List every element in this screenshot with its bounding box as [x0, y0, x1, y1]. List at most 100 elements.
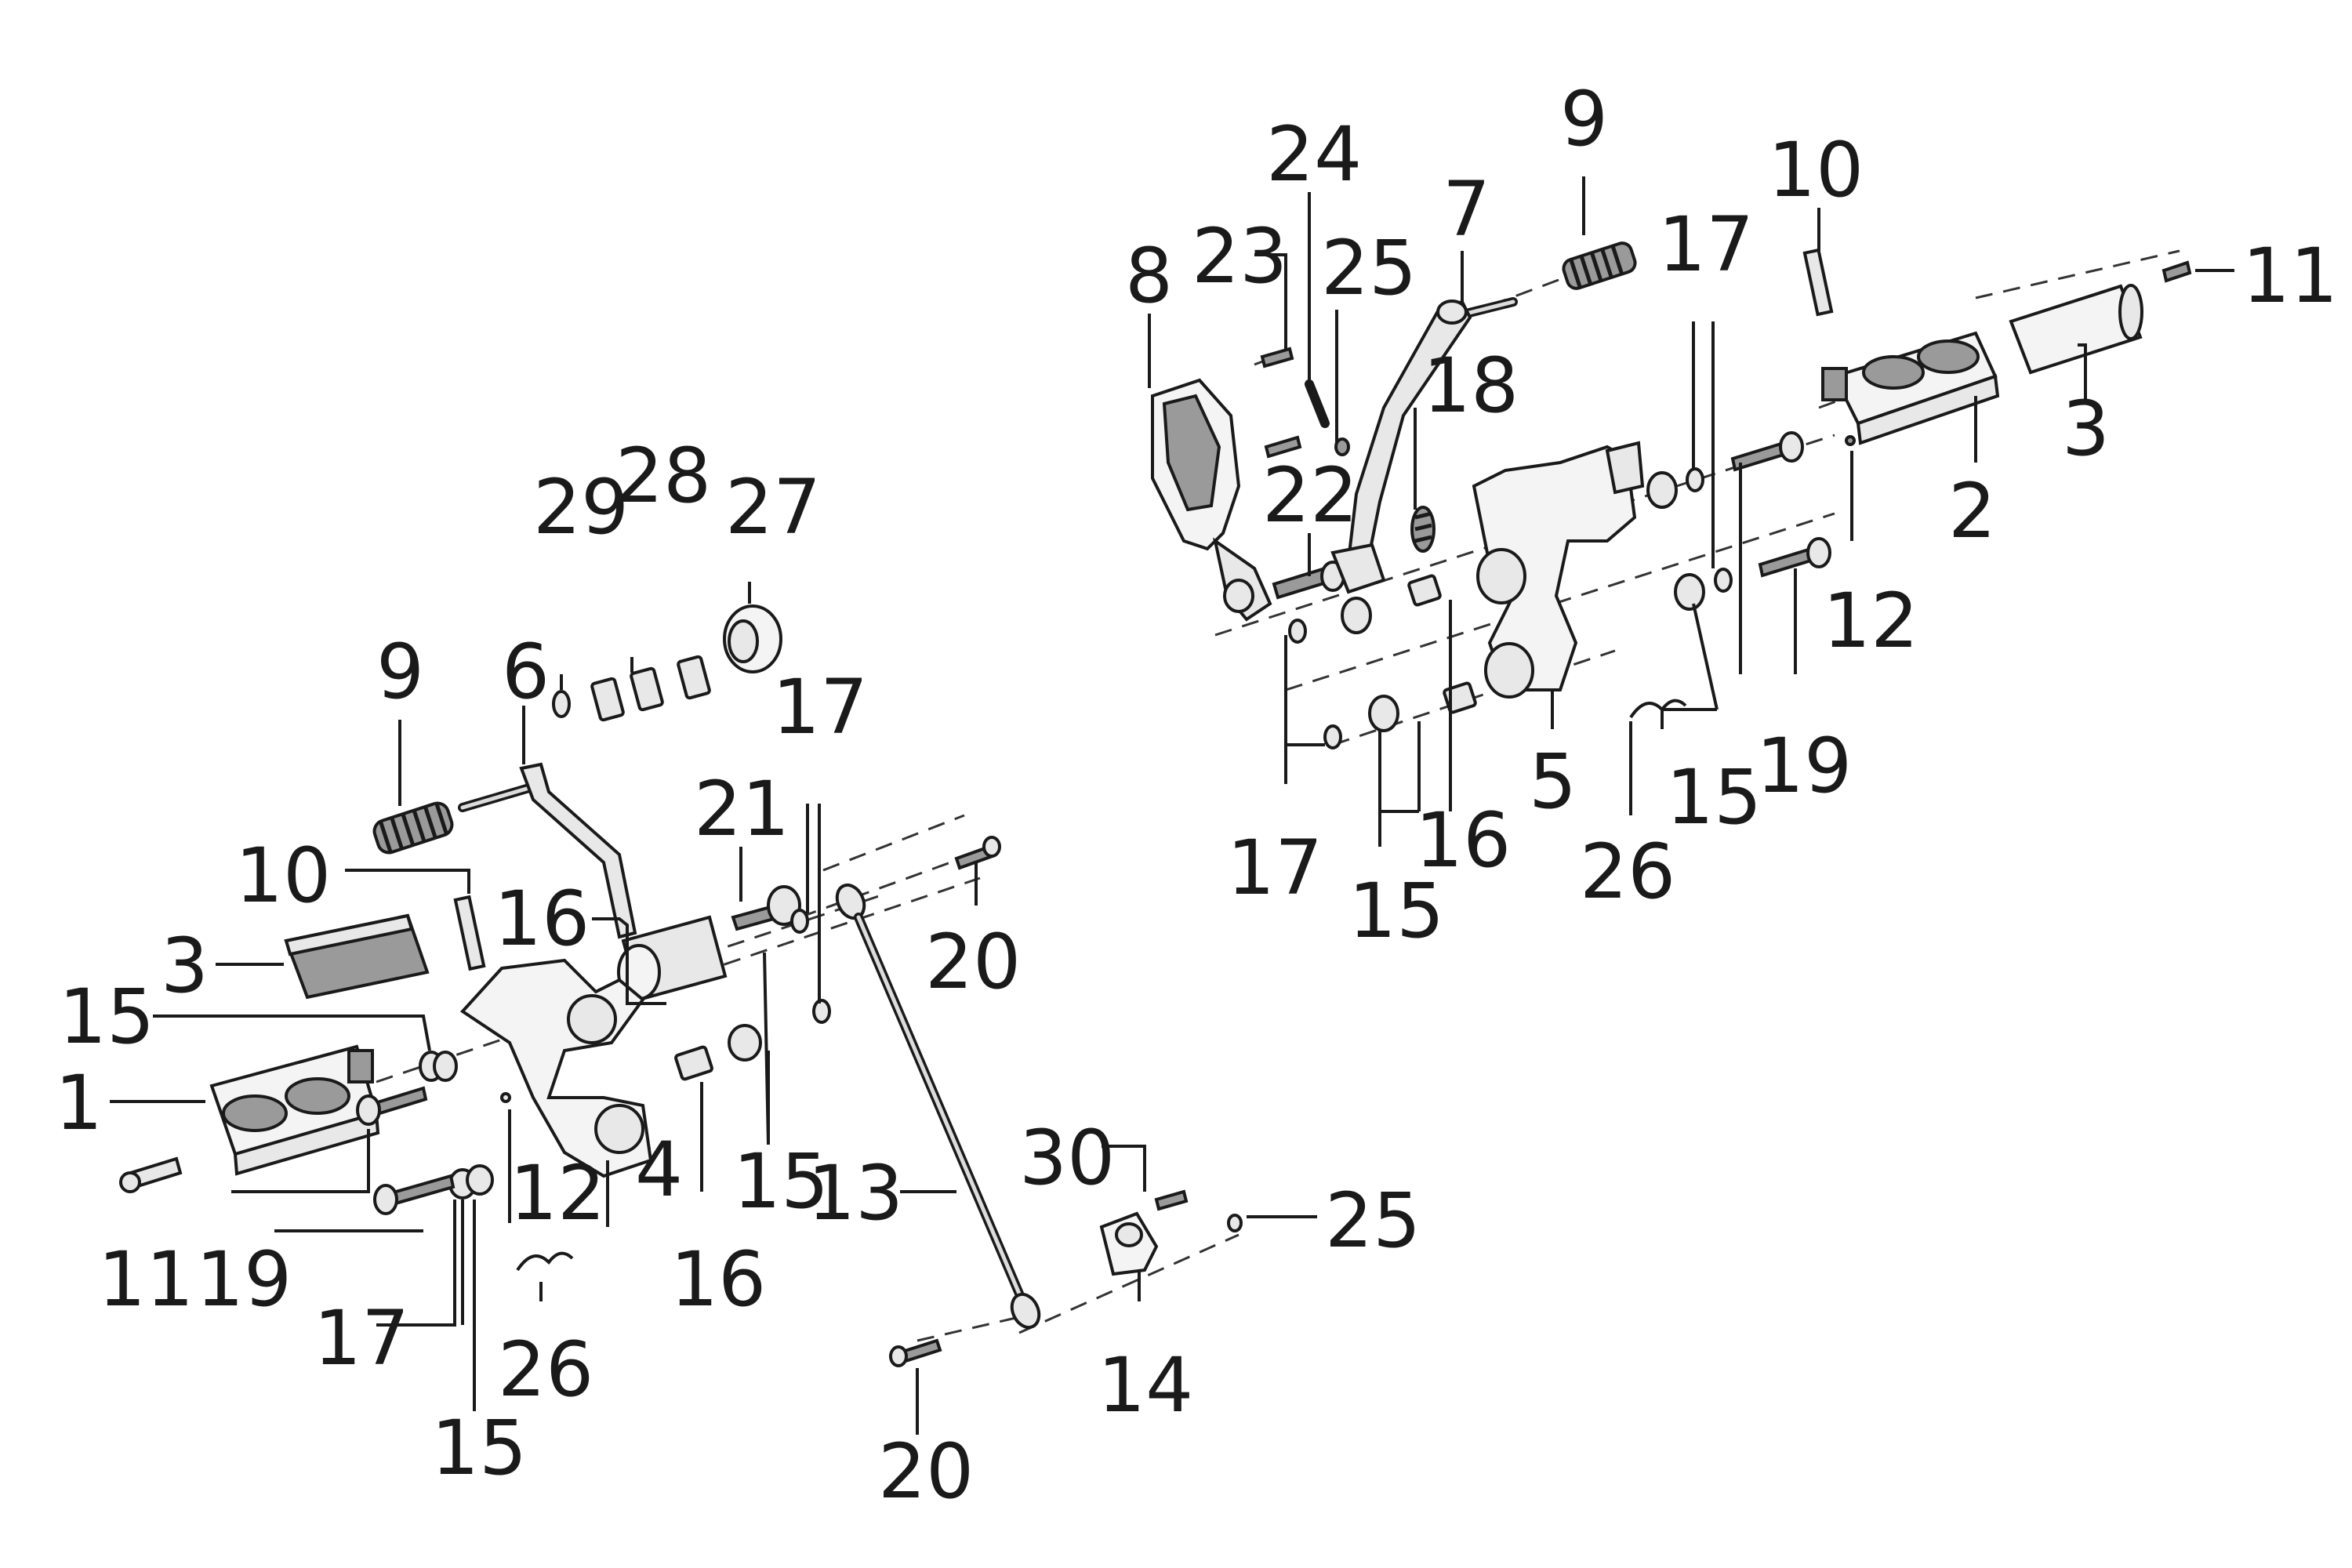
washer — [1714, 568, 1733, 593]
right-leader-lines — [1148, 176, 2234, 847]
callout-26: 26 — [1580, 828, 1675, 916]
callout-9: 9 — [376, 628, 424, 716]
axis-line — [1018, 1233, 1240, 1334]
axis-line — [1975, 249, 2180, 299]
callout-13: 13 — [808, 1149, 903, 1237]
callout-12: 12 — [1823, 577, 1918, 665]
callout-10: 10 — [235, 832, 331, 920]
right-footpeg — [1821, 331, 2000, 445]
callout-7: 7 — [1443, 165, 1490, 253]
callout-11: 11 — [98, 1236, 194, 1323]
left-spacer — [728, 1024, 762, 1062]
brake-return-spring — [1562, 241, 1637, 290]
right-spacer — [1674, 573, 1705, 611]
washer — [1288, 619, 1307, 644]
right-cotter-pin — [1845, 435, 1856, 446]
callout-25: 25 — [1325, 1177, 1421, 1265]
left-lever-bolt — [731, 885, 801, 931]
right-bushing — [1443, 681, 1477, 714]
left-clevis-pin — [453, 895, 486, 971]
washer — [433, 1051, 458, 1082]
brake-pedal-lever — [1330, 297, 1518, 594]
axis-line — [916, 1316, 1020, 1342]
right-spacer — [1368, 695, 1399, 732]
left-return-spring — [372, 801, 454, 855]
callout-27: 27 — [725, 463, 821, 551]
cylinder-clip — [1334, 437, 1350, 456]
callout-14: 14 — [1098, 1341, 1193, 1429]
callout-20: 20 — [878, 1428, 974, 1515]
callout-17: 17 — [1658, 201, 1754, 289]
callout-16: 16 — [670, 1236, 766, 1323]
callout-15: 15 — [59, 973, 154, 1061]
callout-25: 25 — [1321, 224, 1417, 312]
right-footpeg-bolt — [1730, 431, 1804, 472]
left-footpeg-bolt — [373, 1174, 456, 1215]
washer — [466, 1164, 494, 1196]
callout-24: 24 — [1266, 111, 1362, 198]
cylinder-bolt — [1264, 435, 1302, 459]
washer — [790, 909, 809, 934]
callout-11: 11 — [2242, 232, 2338, 320]
shift-arm — [1099, 1211, 1159, 1276]
callout-20: 20 — [925, 918, 1021, 1006]
callout-3: 3 — [161, 922, 209, 1010]
callout-10: 10 — [1768, 126, 1864, 214]
left-bushing-set — [552, 604, 782, 722]
right-footpeg-bolt — [1758, 537, 1831, 578]
right-clevis-pin — [1802, 248, 1834, 317]
axis-line — [1818, 375, 1906, 409]
left-assembly — [110, 582, 1317, 1435]
callout-23: 23 — [1192, 212, 1287, 300]
callout-15: 15 — [1666, 753, 1762, 841]
callout-18: 18 — [1423, 342, 1519, 430]
right-mounting-bracket — [1472, 441, 1645, 699]
callout-15: 15 — [733, 1138, 829, 1225]
footpeg-rubber-pad-top — [284, 913, 414, 956]
callout-2: 2 — [1948, 467, 1996, 555]
callout-5: 5 — [1529, 738, 1577, 826]
shift-linkage-rod — [835, 883, 1041, 1330]
brake-master-cylinder — [1151, 378, 1272, 622]
callout-15: 15 — [431, 1404, 527, 1492]
cylinder-pushrod — [1305, 379, 1330, 428]
callout-16: 16 — [1415, 797, 1511, 884]
callout-19: 19 — [1756, 722, 1852, 810]
linkage-bolt — [889, 1338, 942, 1367]
brake-torsion-spring — [1410, 506, 1436, 553]
left-cotter-pin — [500, 1092, 511, 1103]
callout-17: 17 — [314, 1294, 409, 1382]
axis-line — [822, 814, 965, 872]
left-footpeg-bolt — [356, 1086, 428, 1126]
right-footpeg-rubber — [2009, 284, 2143, 375]
right-assembly — [1148, 176, 2234, 847]
callout-19: 19 — [196, 1236, 292, 1323]
callout-labels: 1 3 9 6 29 28 27 10 16 21 17 20 15 19 11… — [55, 75, 2338, 1515]
callout-6: 6 — [502, 628, 550, 716]
callout-28: 28 — [615, 432, 711, 520]
callout-17: 17 — [772, 663, 868, 751]
callout-16: 16 — [494, 875, 590, 963]
right-bushing — [1407, 574, 1442, 607]
callout-15: 15 — [1348, 867, 1444, 955]
axis-line — [799, 853, 973, 919]
left-leader-lines — [110, 582, 1317, 1435]
callout-4: 4 — [635, 1126, 683, 1214]
left-mounting-bracket — [459, 958, 653, 1178]
callout-12: 12 — [510, 1149, 605, 1237]
left-bushing — [674, 1045, 713, 1081]
cylinder-bolt — [1260, 347, 1294, 368]
callout-3: 3 — [2062, 385, 2110, 473]
callout-17: 17 — [1227, 824, 1323, 912]
callout-21: 21 — [694, 765, 789, 853]
callout-9: 9 — [1560, 75, 1608, 163]
washer — [1686, 467, 1704, 492]
right-spacer — [1341, 597, 1372, 634]
washer — [1323, 724, 1342, 750]
left-spring-clip — [516, 1251, 574, 1272]
callout-22: 22 — [1262, 452, 1358, 539]
callout-29: 29 — [533, 463, 629, 551]
right-pivot-pin — [2161, 260, 2192, 283]
callout-26: 26 — [498, 1326, 593, 1414]
